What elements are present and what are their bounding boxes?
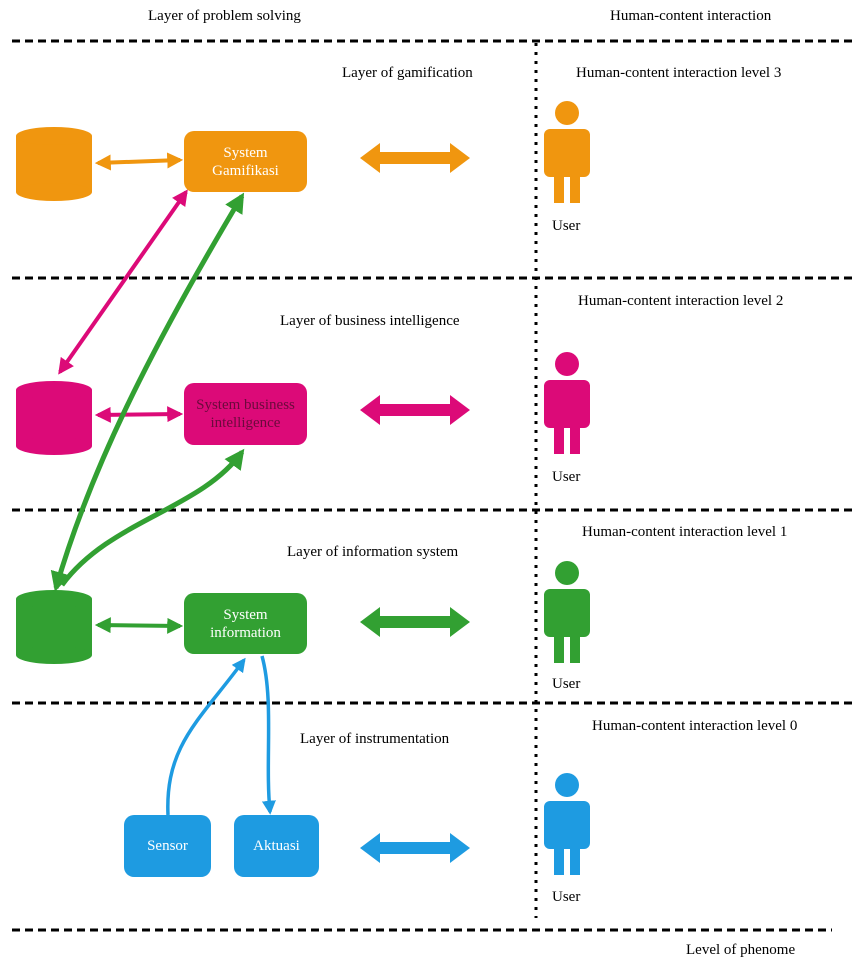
user-icon-level-1 (544, 561, 590, 663)
sensor-box: Sensor (124, 815, 211, 877)
system-information-box: System information (184, 593, 307, 654)
system-gamification-line2: Gamifikasi (212, 162, 279, 179)
actuator-box: Aktuasi (234, 815, 319, 877)
interaction-level-1-label: Human-content interaction level 1 (582, 524, 788, 540)
arrow-db-information (94, 617, 184, 634)
database-green (16, 590, 92, 664)
system-information-line2: information (210, 624, 281, 641)
layer-name-gamification: Layer of gamification (342, 65, 473, 81)
actuator-label: Aktuasi (253, 838, 300, 854)
database-orange (16, 127, 92, 201)
arrow-db-bi (94, 406, 184, 423)
system-gamification-line1: System (223, 144, 268, 161)
interaction-level-0-label: Human-content interaction level 0 (592, 718, 798, 734)
layer-name-bi: Layer of business intelligence (280, 313, 460, 329)
header-problem-solving: Layer of problem solving (148, 8, 301, 24)
arrow-info-db-to-bi (59, 448, 245, 587)
user-label-level-3: User (552, 218, 581, 234)
system-bi-line1: System business (196, 397, 295, 413)
layer-name-information: Layer of information system (287, 544, 459, 560)
header-human-content: Human-content interaction (610, 8, 772, 24)
user-label-level-1: User (552, 676, 581, 692)
user-label-level-0: User (552, 889, 581, 905)
arrow-db-gamification (94, 152, 184, 171)
arrow-info-db-to-gamification (50, 192, 245, 592)
arrow-information-to-actuator (260, 655, 276, 815)
user-label-level-2: User (552, 469, 581, 485)
system-gamification-box: System Gamifikasi (184, 131, 307, 192)
arrow-sensor-to-information (166, 657, 246, 816)
system-information-line1: System (223, 606, 268, 623)
sensor-label: Sensor (147, 838, 188, 854)
interaction-arrow-level-0 (360, 833, 470, 863)
user-icon-level-2 (544, 352, 590, 454)
system-bi-line2: intelligence (210, 415, 281, 431)
layer-separators (12, 39, 855, 932)
interaction-level-2-label: Human-content interaction level 2 (578, 293, 784, 309)
interaction-arrow-level-3 (360, 143, 470, 173)
system-bi-box: System business intelligence (184, 383, 307, 445)
interaction-arrow-level-2 (360, 395, 470, 425)
interaction-arrow-level-1 (360, 607, 470, 637)
interaction-level-3-label: Human-content interaction level 3 (576, 65, 782, 81)
user-icon-level-0 (544, 773, 590, 875)
user-icon-level-3 (544, 101, 590, 203)
arrow-bi-db-to-gamification (58, 189, 188, 375)
database-magenta (16, 381, 92, 455)
footer-phenome: Level of phenome (686, 942, 796, 958)
layer-name-instrumentation: Layer of instrumentation (300, 731, 450, 747)
